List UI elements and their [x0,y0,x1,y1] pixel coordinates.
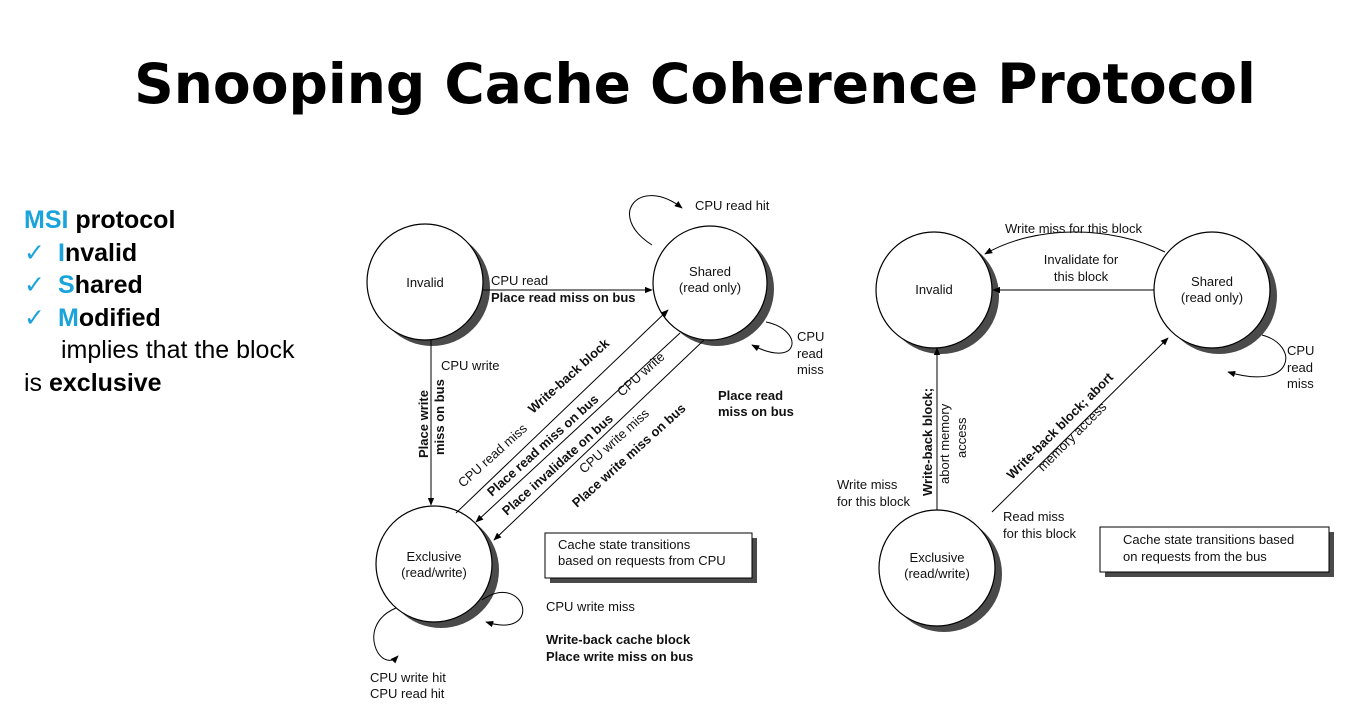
svg-text:Cache state transitions: Cache state transitions [558,537,691,552]
svg-text:Write miss for this block: Write miss for this block [1005,221,1143,236]
cpu-state-invalid: Invalid [366,223,490,346]
bus-state-shared: Shared (read only) [1153,231,1277,354]
svg-text:CPU write hit: CPU write hit [370,670,446,685]
cpu-shared-to-exclusive-a [475,332,681,523]
place-read-miss-label: Place read miss on bus [491,290,636,305]
msi-note-line1: implies that the block [61,336,295,364]
svg-text:miss on bus: miss on bus [718,404,794,419]
svg-text:miss: miss [797,362,824,377]
cpu-shared-sublabel: (read only) [679,280,741,295]
cpu-exclusive-label: Exclusive [407,549,462,564]
check-icon: ✓ [24,238,45,267]
msi-heading-rest: protocol [68,206,176,234]
svg-text:CPU: CPU [1287,343,1314,358]
svg-text:Write-back cache block: Write-back cache block [546,632,691,647]
bus-state-invalid: Invalid [875,231,999,354]
msi-heading: MSI protocol [24,204,294,237]
msi-protocol-list: MSI protocol ✓Invalid ✓Shared ✓Modified … [24,204,294,399]
msi-item-modified: ✓Modified [24,302,294,335]
svg-text:miss: miss [1287,376,1314,391]
bus-exclusive-to-shared [991,337,1169,513]
svg-text:Read miss: Read miss [1003,509,1065,524]
svg-text:CPU write: CPU write [614,349,668,399]
bus-exclusive-label: Exclusive [910,550,965,565]
svg-text:CPU: CPU [797,329,824,344]
cpu-shared-to-exclusive-b [493,339,705,541]
msi-item-invalid: ✓Invalid [24,237,294,270]
bus-caption-box: Cache state transitions based on request… [1099,526,1334,577]
cpu-shared-label: Shared [689,264,731,279]
svg-text:Place write miss on bus: Place write miss on bus [546,649,693,664]
bus-shared-to-invalid-write-miss [984,231,1166,255]
svg-text:Invalidate for: Invalidate for [1044,252,1119,267]
cpu-state-exclusive: Exclusive (read/write) [375,505,499,628]
bus-state-diagram: Invalid Shared (read only) Exclusive (re… [837,221,1334,632]
svg-text:miss on bus: miss on bus [432,379,447,455]
bus-shared-read-miss-loop [1227,334,1287,378]
svg-text:for this block: for this block [837,494,910,509]
svg-text:Write miss: Write miss [837,477,898,492]
cpu-shared-read-miss-loop [751,321,793,354]
svg-text:Write-back block;: Write-back block; [920,388,935,496]
msi-heading-abbrev: MSI [24,206,69,234]
cpu-invalid-label: Invalid [406,275,444,290]
bus-state-exclusive: Exclusive (read/write) [878,509,1002,632]
svg-text:for this block: for this block [1003,526,1076,541]
msi-note-line2: is exclusive [24,368,162,397]
svg-text:on requests from the bus: on requests from the bus [1123,549,1267,564]
page-title: Snooping Cache Coherence Protocol [134,52,1256,116]
msi-item-shared: ✓Shared [24,269,294,302]
cpu-state-shared: Shared (read only) [652,225,774,346]
bus-shared-sublabel: (read only) [1181,290,1243,305]
svg-text:Write-back block; abort: Write-back block; abort [1004,369,1117,482]
svg-text:read: read [797,346,823,361]
cpu-exclusive-write-miss-loop [481,592,524,628]
svg-text:Cache state transitions based: Cache state transitions based [1123,532,1294,547]
cpu-shared-read-hit-loop [629,195,683,246]
svg-text:access: access [954,417,969,458]
svg-text:CPU read hit: CPU read hit [370,686,445,701]
svg-text:abort memory: abort memory [937,403,952,484]
check-icon: ✓ [24,271,45,299]
cpu-read-hit-label: CPU read hit [695,198,770,213]
cpu-read-label: CPU read [491,273,548,288]
bus-exclusive-sublabel: (read/write) [904,566,970,581]
svg-text:this block: this block [1054,269,1109,284]
bus-invalid-label: Invalid [915,282,953,297]
cpu-exclusive-sublabel: (read/write) [401,565,467,580]
svg-text:based on requests from CPU: based on requests from CPU [558,553,726,568]
svg-text:Place read: Place read [718,388,783,403]
check-icon: ✓ [24,303,45,332]
cpu-write-label: CPU write [441,358,500,373]
cpu-state-diagram: Invalid Shared (read only) Exclusive (re… [366,195,824,701]
bus-shared-label: Shared [1191,274,1233,289]
cpu-caption-box: Cache state transitions based on request… [544,532,757,583]
cpu-exclusive-hit-loop [373,607,399,664]
cpu-exclusive-to-shared [455,309,669,514]
svg-text:CPU write miss: CPU write miss [546,599,635,614]
svg-text:Place write: Place write [416,390,431,458]
svg-text:read: read [1287,360,1313,375]
